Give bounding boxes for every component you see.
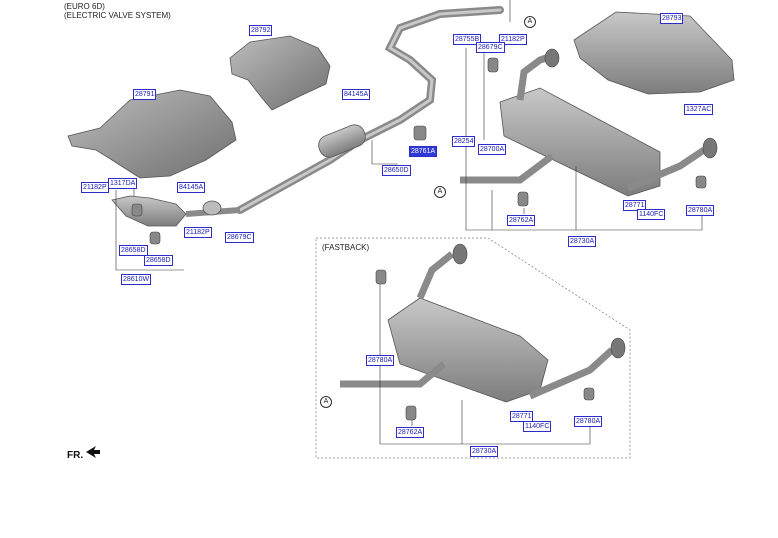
catalytic-converter (111, 195, 187, 227)
part-label-28755b[interactable]: 28755B (453, 34, 482, 45)
part-label-1140fc[interactable]: 1140FC (637, 209, 666, 220)
reference-marker-a-top: A (524, 16, 536, 28)
part-label-28730a[interactable]: 28730A (568, 236, 597, 247)
part-label-21182p-cat[interactable]: 21182P (184, 227, 212, 238)
fastback-outline (315, 237, 631, 459)
part-label-28658d-b[interactable]: 28658D (144, 255, 173, 266)
part-label-28610w[interactable]: 28610W (121, 274, 152, 285)
part-label-28700a[interactable]: 28700A (478, 144, 507, 155)
part-label-28793[interactable]: 28793 (660, 13, 684, 24)
fastback-muffler (387, 297, 549, 403)
fastback-caption: (FASTBACK) (322, 243, 370, 252)
part-label-28780a-fastback-left[interactable]: 28780A (366, 355, 395, 366)
hanger-28761a (413, 125, 427, 141)
part-label-21182p-left[interactable]: 21182P (81, 182, 109, 193)
center-resonator (318, 124, 366, 158)
part-label-28771[interactable]: 28771 (623, 200, 647, 211)
under-cover-28793 (573, 11, 735, 95)
part-label-1140fc-fastback[interactable]: 1140FC (523, 421, 552, 432)
part-label-28762a-fastback[interactable]: 28762A (396, 427, 425, 438)
part-label-28650d[interactable]: 28650D (382, 165, 411, 176)
part-label-21182p-top[interactable]: 21182P (499, 34, 527, 45)
direction-label: FR. (67, 450, 84, 461)
part-label-28679c-bot[interactable]: 28679C (225, 232, 254, 243)
heat-shield-28792 (229, 35, 331, 111)
part-label-28761a[interactable]: 28761A (409, 146, 438, 157)
part-label-28791[interactable]: 28791 (133, 89, 157, 100)
part-label-28762a[interactable]: 28762A (507, 215, 536, 226)
part-label-28658d-a[interactable]: 28658D (119, 245, 148, 256)
part-label-84145a-top[interactable]: 84145A (342, 89, 371, 100)
diagram-system-title: (ELECTRIC VALVE SYSTEM) (64, 11, 171, 20)
part-label-28254[interactable]: 28254 (452, 136, 476, 147)
part-label-1317da[interactable]: 1317DA (108, 178, 138, 189)
part-label-1327ac[interactable]: 1327AC (684, 104, 714, 115)
part-label-28780a-fastback-right[interactable]: 28780A (574, 416, 603, 427)
heat-shield-28791 (67, 89, 237, 179)
part-label-28780a[interactable]: 28780A (686, 205, 715, 216)
reference-marker-a-right: A (434, 186, 446, 198)
front-arrow-icon (86, 446, 100, 458)
rear-muffler (499, 87, 661, 197)
part-label-28792[interactable]: 28792 (249, 25, 273, 36)
part-label-28771-fastback[interactable]: 28771 (510, 411, 534, 422)
part-label-28679c-top[interactable]: 28679C (476, 42, 505, 53)
reference-marker-a-fastback: A (320, 396, 332, 408)
part-label-28730a-fastback[interactable]: 28730A (470, 446, 499, 457)
diagram-variant-title: (EURO 6D) (64, 2, 105, 11)
part-label-84145a-mid[interactable]: 84145A (177, 182, 206, 193)
